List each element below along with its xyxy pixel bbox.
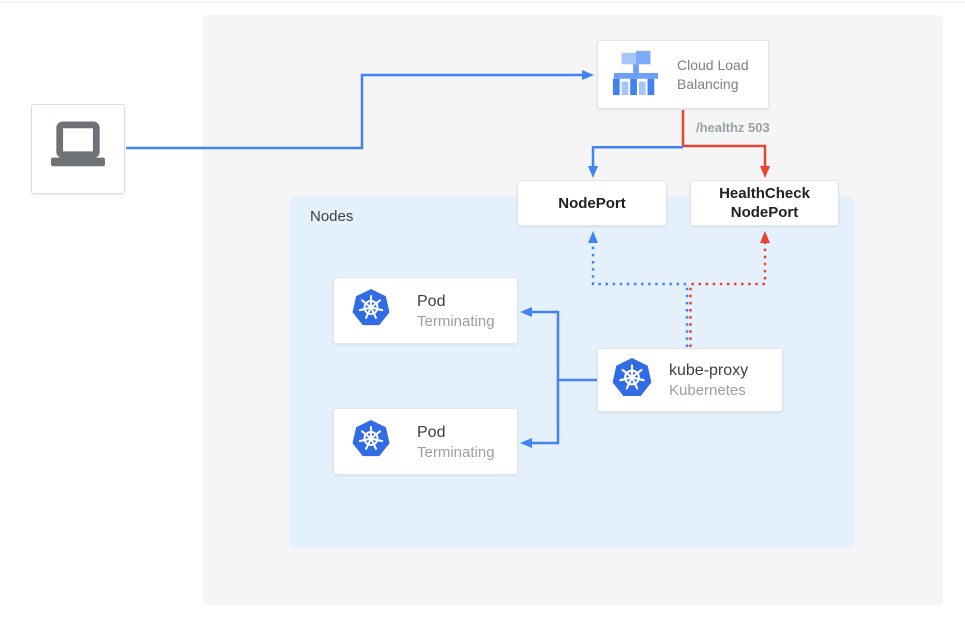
kubernetes-helm-icon [351,288,391,333]
laptop-icon [47,120,109,178]
healthcheck-nodeport-label-line2: NodePort [730,204,799,221]
nodes-group-label: Nodes [310,208,354,225]
cloud-load-balancing-icon [609,47,663,102]
kubernetes-helm-icon [351,419,391,464]
healthcheck-nodeport-label-line1: HealthCheck [719,185,810,202]
pod-status: Terminating [417,443,495,461]
client-node [31,104,125,194]
pod-1-node: Pod Terminating [333,277,518,344]
cloud-load-balancing-node: Cloud Load Balancing [597,40,769,109]
pod-2-node: Pod Terminating [333,408,518,475]
kube-proxy-subtitle: Kubernetes [669,382,746,399]
healthcheck-nodeport-node: HealthCheck NodePort [690,180,839,226]
kubernetes-helm-icon [611,357,653,404]
pod-title: Pod [417,423,446,441]
healthz-status-label: /healthz 503 [696,120,770,135]
nodeport-node: NodePort [517,180,667,226]
pod-title: Pod [417,292,446,310]
nodeport-label: NodePort [558,194,626,212]
pod-status: Terminating [417,312,495,330]
top-divider [0,2,965,3]
cloud-load-balancing-label: Cloud Load Balancing [677,56,749,92]
kube-proxy-node: kube-proxy Kubernetes [597,348,783,412]
kube-proxy-title: kube-proxy [669,362,749,379]
